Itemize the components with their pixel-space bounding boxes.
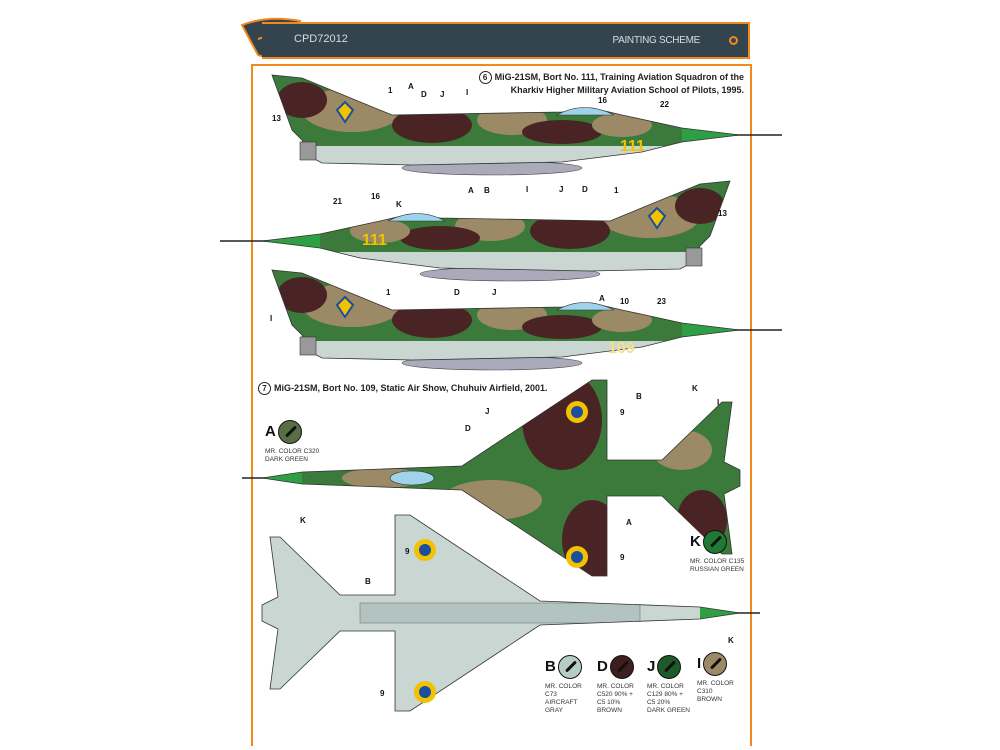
callout-top: J: [485, 407, 490, 416]
callout-p2: 21: [333, 197, 342, 206]
bort-number: 111: [362, 232, 387, 249]
scheme-number: 7: [258, 382, 271, 395]
callout-p1: K: [396, 200, 402, 209]
paint-desc: BROWN: [697, 696, 722, 703]
callout-bottom: K: [728, 636, 734, 645]
callout-top: 9: [620, 553, 625, 562]
callout-top: D: [465, 424, 471, 433]
paint-desc: RUSSIAN GREEN: [690, 566, 744, 573]
callout-top: 9: [620, 408, 625, 417]
paint-brush-icon: [657, 655, 682, 679]
callout-p3: I: [270, 314, 273, 323]
callout-bottom: 9: [405, 547, 410, 556]
paint-brush-icon: [609, 655, 634, 679]
paint-letter: I: [697, 655, 702, 672]
paint-name: MR. COLOR C73: [545, 683, 582, 698]
profile-2-left: [220, 176, 740, 282]
callout-p1: 16: [598, 96, 607, 105]
callout-p3: D: [454, 288, 460, 297]
paint-desc: DARK GREEN: [265, 456, 308, 463]
callout-p1: 13: [272, 114, 281, 123]
callout-p2: 1: [614, 186, 619, 195]
header-dot-icon: [729, 36, 738, 45]
paint-desc: BROWN: [597, 707, 622, 714]
paint-letter: A: [265, 423, 276, 440]
callout-p3: J: [492, 288, 497, 297]
callout-p2: 13: [718, 209, 727, 218]
paint-brush-icon: [277, 420, 302, 444]
callout-p1: 22: [660, 100, 669, 109]
callout-bottom: 9: [380, 689, 385, 698]
callout-p3: 10: [620, 297, 629, 306]
paint-name: MR. COLOR C320: [265, 448, 320, 455]
callout-p3: 1: [386, 288, 391, 297]
callout-p1: D: [421, 90, 427, 99]
bort-number: 109: [608, 340, 635, 357]
paint-letter: D: [597, 658, 608, 675]
bort-number: 111: [620, 138, 645, 155]
paint-chip-j: J MR. COLOR C129 80% +C5 20%DARK GREEN: [647, 655, 693, 715]
callout-p2: D: [582, 185, 588, 194]
paint-desc: C5 10%: [597, 699, 621, 706]
paint-brush-icon: [702, 530, 727, 554]
top-view: [242, 379, 741, 577]
paint-chip-d: D MR. COLOR C520 90% +C5 10%BROWN: [597, 655, 643, 715]
paint-name: MR. COLOR C310: [697, 680, 734, 695]
product-code: CPD72012: [294, 33, 348, 45]
callout-p1: 1: [388, 86, 393, 95]
caption-line: MiG-21SM, Bort No. 109, Static Air Show,…: [274, 383, 548, 393]
caption-line: MiG-21SM, Bort No. 111, Training Aviatio…: [494, 72, 744, 82]
callout-p2: 16: [371, 192, 380, 201]
scheme-number: 6: [478, 71, 492, 84]
callout-p3: K: [692, 384, 698, 393]
paint-letter: K: [690, 533, 701, 550]
callout-top: I: [717, 398, 720, 407]
paint-name: MR. COLOR C135: [690, 558, 745, 565]
callout-top: A: [626, 518, 632, 527]
callout-top: K: [300, 516, 306, 525]
callout-p1: J: [440, 90, 445, 99]
paint-letter: J: [647, 658, 656, 675]
paint-brush-icon: [702, 652, 727, 676]
callout-p3: 23: [657, 297, 666, 306]
callout-p1: A: [468, 186, 474, 195]
content-frame: [251, 64, 752, 746]
paint-letter: B: [545, 658, 556, 675]
callout-p2: I: [526, 185, 529, 194]
callout-p3: A: [599, 294, 605, 303]
paint-desc: C5 20%: [647, 699, 671, 706]
callout-p3: B: [636, 392, 642, 401]
callout-p1: A: [408, 82, 414, 91]
paint-brush-icon: [557, 655, 582, 679]
paint-name: MR. COLOR C520 90% +: [597, 683, 634, 698]
paint-desc: AIRCRAFT GRAY: [545, 699, 578, 714]
header-title: PAINTING SCHEME: [612, 35, 700, 46]
callout-p1: B: [484, 186, 490, 195]
page-header: CPD72012 PAINTING SCHEME: [262, 22, 750, 59]
callout-p2: J: [559, 185, 564, 194]
callout-p1: I: [466, 88, 469, 97]
caption-line: Kharkiv Higher Military Aviation School …: [510, 85, 744, 95]
paint-name: MR. COLOR C129 80% +: [647, 683, 684, 698]
paint-desc: DARK GREEN: [647, 707, 690, 714]
callout-bottom: B: [365, 577, 371, 586]
